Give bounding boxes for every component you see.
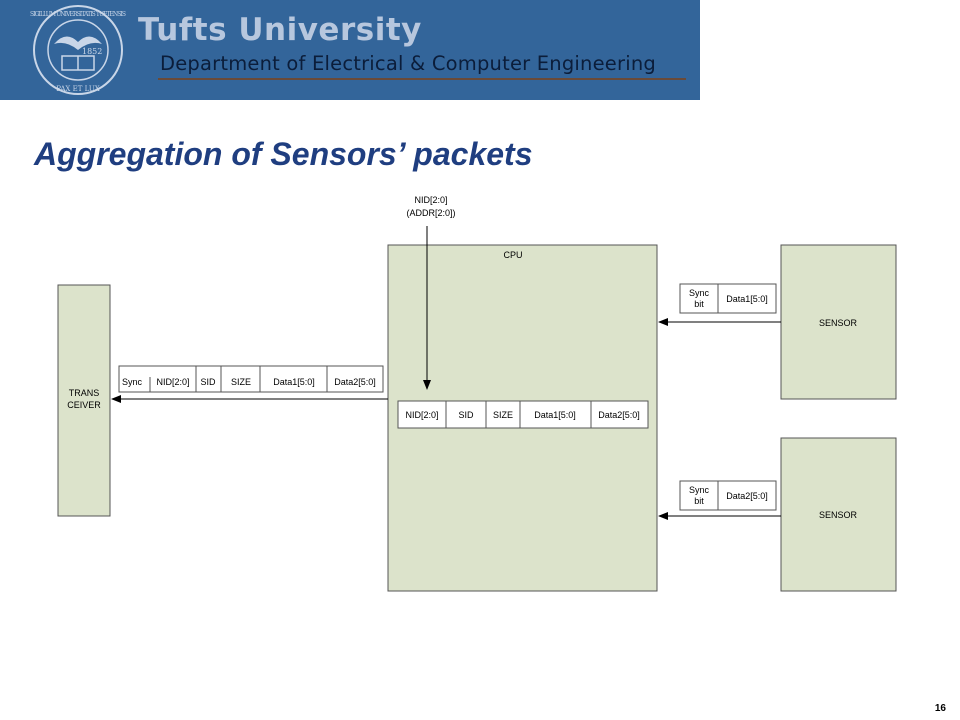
seal-text-top: SIGILLUM UNIVERSITATIS TUFTENSIS [30, 11, 126, 18]
transceiver-packet-data2: Data2[5:0] [334, 377, 376, 387]
nid-input-label-line1: NID[2:0] [414, 195, 447, 205]
cpu-packet-data1: Data1[5:0] [534, 410, 576, 420]
sensor-2-packet [679, 480, 777, 511]
header-banner: 1852 SIGILLUM UNIVERSITATIS TUFTENSIS PA… [0, 0, 700, 100]
cpu-packet [397, 400, 649, 429]
transceiver-packet-nid: NID[2:0] [156, 377, 189, 387]
cpu-packet-data2: Data2[5:0] [598, 410, 640, 420]
cpu-label: CPU [503, 250, 522, 260]
slide-title: Aggregation of Sensors’ packets [34, 136, 533, 172]
cpu-packet-nid: NID[2:0] [405, 410, 438, 420]
transceiver-label-line2: CEIVER [67, 400, 101, 410]
transceiver-label-line1: TRANS [69, 388, 100, 398]
department-underline [158, 78, 686, 80]
sensor-1-packet-data: Data1[5:0] [726, 294, 768, 304]
seal-text-bottom: PAX ET LUX [56, 85, 100, 93]
transceiver-packet [118, 365, 384, 393]
nid-input-label-line2: (ADDR[2:0]) [406, 208, 455, 218]
sensor-2-packet-data: Data2[5:0] [726, 491, 768, 501]
page-number: 16 [934, 703, 946, 714]
transceiver-packet-size: SIZE [231, 377, 251, 387]
transceiver-packet-sid: SID [200, 377, 216, 387]
sensor-1-packet [679, 283, 777, 314]
sensor-1-label: SENSOR [819, 318, 858, 328]
cpu-packet-sid: SID [458, 410, 474, 420]
department-name: Department of Electrical & Computer Engi… [160, 52, 656, 75]
cpu-packet-size: SIZE [493, 410, 513, 420]
sensor-2-label: SENSOR [819, 510, 858, 520]
sensor-block-2 [780, 437, 897, 592]
seal-year: 1852 [82, 47, 102, 56]
university-seal-icon: 1852 SIGILLUM UNIVERSITATIS TUFTENSIS PA… [30, 5, 126, 95]
sensor-block-1 [780, 244, 897, 400]
transceiver-packet-sync: Sync [122, 377, 143, 387]
transceiver-block [57, 284, 111, 517]
university-name: Tufts University [138, 12, 422, 48]
transceiver-packet-data1: Data1[5:0] [273, 377, 315, 387]
